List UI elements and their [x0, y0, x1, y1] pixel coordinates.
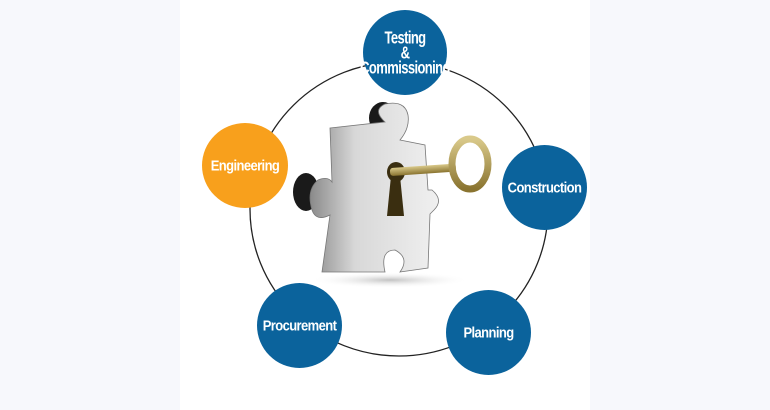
- stage-planning: Planning: [446, 290, 531, 375]
- stage-testing-commissioning: Testing & Commissioning: [360, 10, 450, 95]
- stage-procurement: Procurement: [257, 283, 342, 368]
- stage-label: Construction: [507, 178, 582, 197]
- stage-engineering: Engineering: [202, 123, 288, 208]
- stage-label: Planning: [463, 323, 514, 342]
- stage-label-line: &: [400, 42, 410, 63]
- stage-construction: Construction: [502, 145, 587, 230]
- puzzle-key-icon: [293, 102, 492, 288]
- stage-label: Engineering: [210, 156, 280, 175]
- stage-label-line: Testing: [384, 27, 426, 48]
- stage-label: Procurement: [262, 316, 337, 335]
- stage-label-line: Commissioning: [360, 57, 450, 78]
